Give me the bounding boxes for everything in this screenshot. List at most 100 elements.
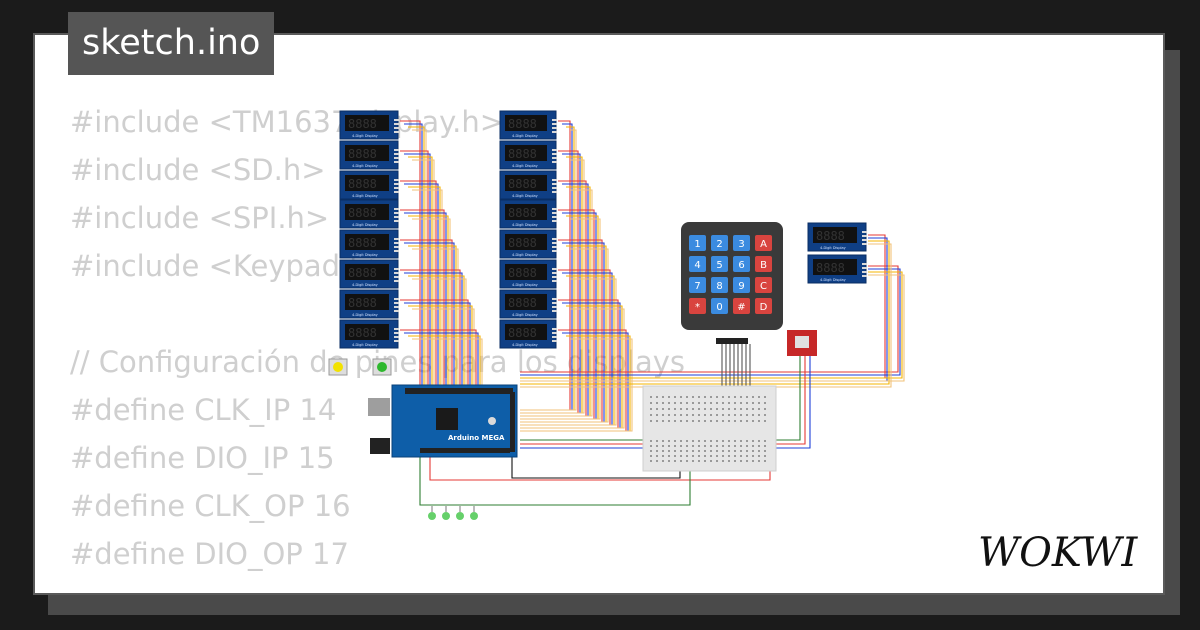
display-screen — [345, 234, 389, 250]
keypad-key-label: 5 — [716, 260, 722, 271]
wire — [400, 120, 421, 420]
wire — [404, 242, 455, 432]
breadboard-hole — [740, 402, 742, 404]
breadboard-hole — [728, 420, 730, 422]
breadboard-hole — [716, 414, 718, 416]
breadboard-hole — [746, 402, 748, 404]
power-jack — [370, 438, 390, 454]
breadboard-hole — [692, 460, 694, 462]
keypad-key — [755, 298, 772, 314]
display-pin — [552, 179, 557, 181]
breadboard-hole — [668, 396, 670, 398]
breadboard-hole — [692, 414, 694, 416]
wire — [404, 183, 439, 426]
display-label: 4-Digit Display — [352, 164, 378, 168]
breadboard-hole — [758, 402, 760, 404]
arduino-mega-board[interactable]: Arduino MEGA — [368, 384, 518, 458]
display-pin — [552, 212, 557, 214]
wire — [520, 218, 601, 420]
breadboard-hole — [734, 408, 736, 410]
display-label: 4-Digit Display — [512, 223, 538, 227]
display-pin — [394, 332, 399, 334]
wire — [412, 189, 443, 426]
breadboard-hole — [698, 402, 700, 404]
display-digits: 8888 — [348, 206, 377, 220]
keypad-key — [711, 235, 728, 251]
wire — [408, 245, 457, 432]
display-pin — [552, 336, 557, 338]
breadboard-hole — [668, 455, 670, 457]
sd-slot — [795, 336, 809, 348]
breadboard-hole — [734, 414, 736, 416]
header-top — [405, 388, 513, 394]
breadboard-hole — [758, 408, 760, 410]
code-line: #define CLK_IP 14 — [70, 393, 337, 427]
wire — [520, 268, 901, 376]
wire — [520, 271, 903, 379]
breadboard-hole — [728, 408, 730, 410]
breadboard-hole — [650, 420, 652, 422]
breadboard-hole — [740, 455, 742, 457]
display-pin — [394, 310, 399, 312]
display-pin — [394, 302, 399, 304]
reset-button — [488, 417, 496, 425]
breadboard-hole — [656, 408, 658, 410]
breadboard-hole — [728, 455, 730, 457]
file-name-tab[interactable]: sketch.ino — [68, 12, 275, 75]
keypad-key — [755, 256, 772, 272]
display-pin — [394, 157, 399, 159]
display-pin — [394, 250, 399, 252]
display-label: 4-Digit Display — [512, 164, 538, 168]
breadboard-hole — [716, 420, 718, 422]
display-digits: 8888 — [508, 147, 537, 161]
breadboard-hole — [686, 440, 688, 442]
pushbutton-cap — [377, 362, 387, 372]
breadboard-hole — [764, 420, 766, 422]
breadboard-hole — [764, 414, 766, 416]
keypad-key-label: 4 — [694, 260, 700, 271]
display-pin — [394, 220, 399, 222]
misc-components — [328, 330, 817, 520]
breadboard-hole — [656, 440, 658, 442]
mcu-chip — [436, 408, 458, 430]
breadboard-hole — [680, 445, 682, 447]
keypad-key-label: 0 — [716, 302, 722, 313]
breadboard-hole — [686, 408, 688, 410]
breadboard-hole — [734, 440, 736, 442]
preview-card: #include <TM1637Display.h> #include <SD.… — [33, 33, 1165, 595]
breadboard-hole — [692, 402, 694, 404]
breadboard-hole — [680, 414, 682, 416]
display-pin — [552, 332, 557, 334]
breadboard-hole — [650, 445, 652, 447]
display-pin — [394, 328, 399, 330]
breadboard-hole — [740, 450, 742, 452]
display-pin — [552, 306, 557, 308]
display-screen — [505, 324, 547, 340]
display-digits: 8888 — [348, 266, 377, 280]
breadboard-hole — [698, 408, 700, 410]
keypad-key — [711, 277, 728, 293]
display-pin — [394, 127, 399, 129]
breadboard-hole — [674, 420, 676, 422]
display-pin — [394, 119, 399, 121]
breadboard-hole — [650, 460, 652, 462]
breadboard-hole — [734, 402, 736, 404]
breadboard-hole — [686, 450, 688, 452]
keypad-key-label: 1 — [694, 239, 700, 250]
display-pin — [862, 243, 867, 245]
breadboard-hole — [734, 396, 736, 398]
keypad-key — [755, 277, 772, 293]
breadboard-hole — [674, 414, 676, 416]
keypad-key — [733, 256, 750, 272]
display-digits: 8888 — [348, 117, 377, 131]
breadboard-hole — [668, 445, 670, 447]
display-digits: 8888 — [508, 206, 537, 220]
display-pin — [552, 208, 557, 210]
code-line: #define DIO_OP 17 — [70, 537, 349, 571]
